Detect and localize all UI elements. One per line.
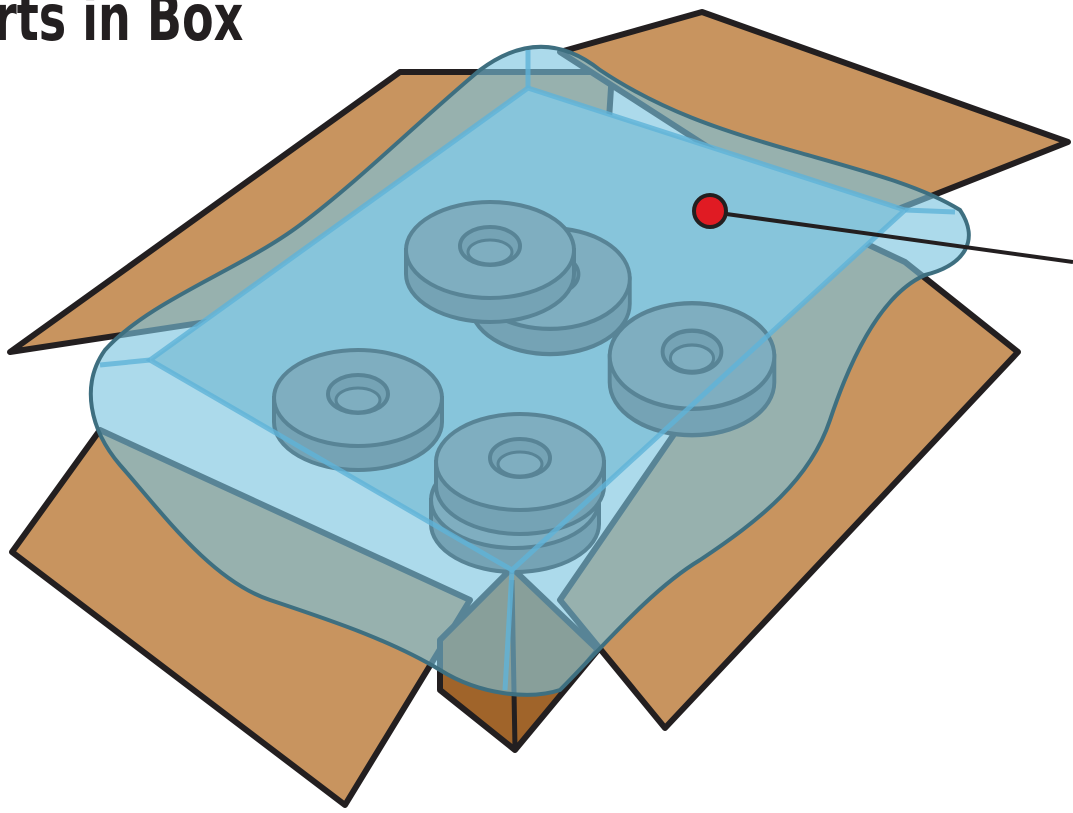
illustration-canvas: rts in Box bbox=[0, 0, 1073, 813]
box-illustration bbox=[0, 0, 1073, 813]
